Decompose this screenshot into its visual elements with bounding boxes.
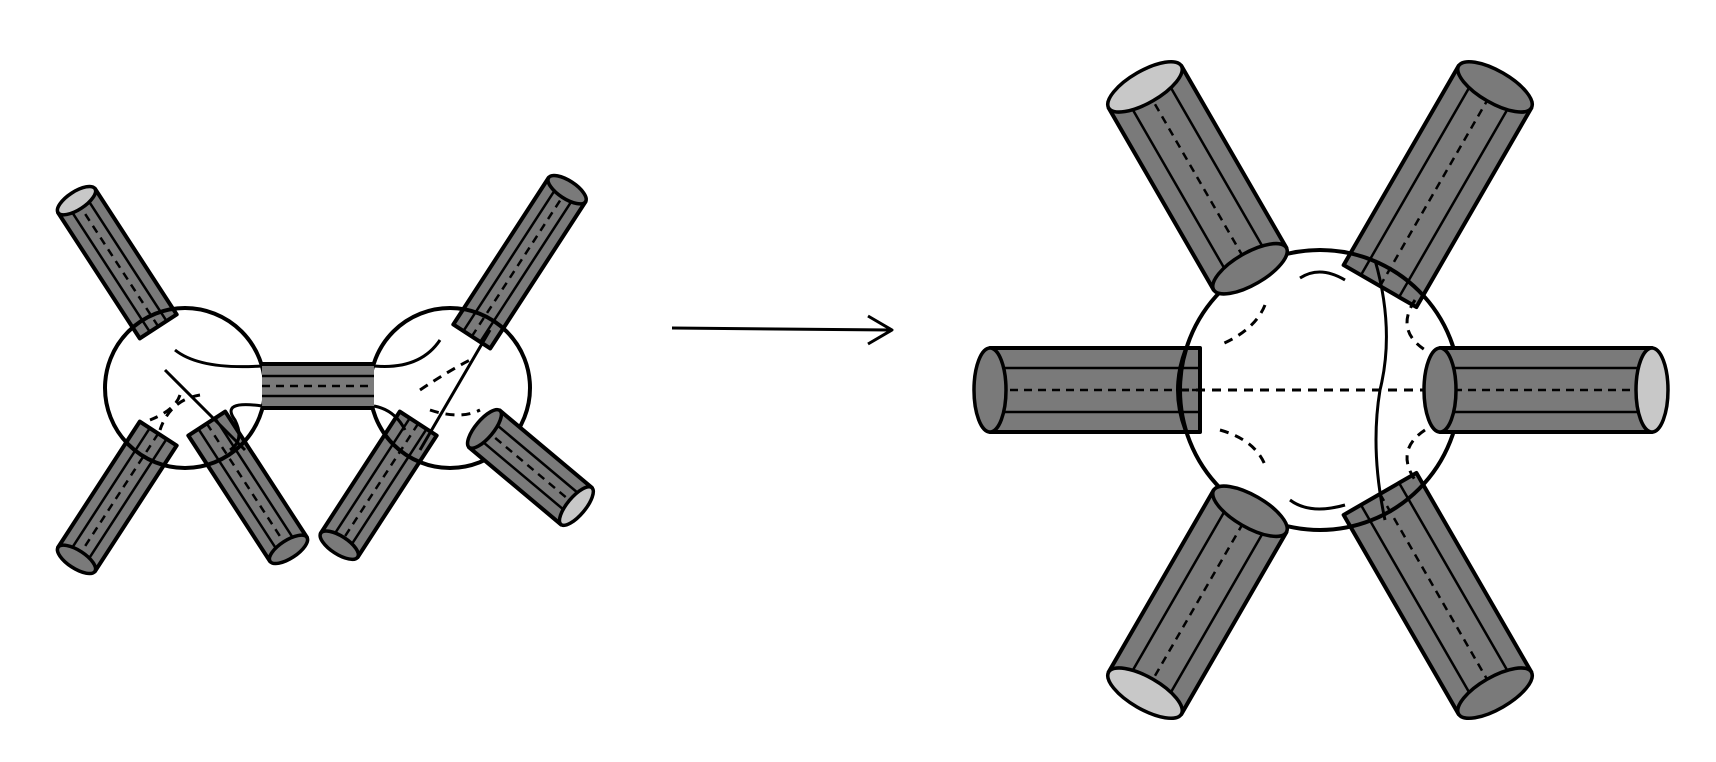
right-leg-left [972, 346, 1202, 434]
bridge-tube [262, 362, 374, 410]
right-sphere-tube-upper-right [451, 173, 588, 351]
left-surface [55, 173, 596, 576]
right-leg-upper-right [1341, 59, 1534, 310]
right-leg-right [1422, 346, 1670, 434]
left-tube-upper-left [55, 184, 179, 341]
tube-end [55, 184, 98, 217]
right-leg-upper-left [1106, 59, 1289, 296]
right-sphere-tube-lower-left [318, 409, 439, 562]
right-sphere-tube-lower-right [465, 407, 596, 528]
right-arrow-icon [671, 314, 894, 346]
left-tube-lower-right [186, 409, 310, 566]
right-leg-lower-right [1341, 470, 1534, 721]
left-tube-lower-left [55, 419, 179, 576]
right-leg-lower-left [1106, 484, 1289, 721]
right-surface [972, 59, 1670, 721]
